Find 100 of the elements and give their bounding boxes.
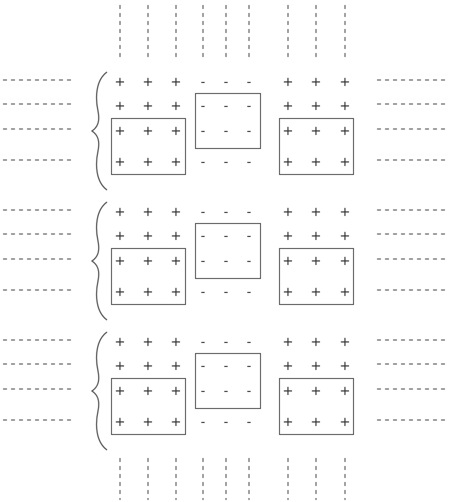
charge-sign: - xyxy=(224,360,228,374)
charge-sign: + xyxy=(114,76,126,90)
charge-sign: + xyxy=(282,156,294,170)
charge-sign: - xyxy=(246,156,252,170)
charge-sign: - xyxy=(200,360,206,374)
charge-sign: + xyxy=(170,255,182,269)
charge-sign: + xyxy=(340,336,350,350)
charge-sign: - xyxy=(246,255,252,269)
charge-sign: - xyxy=(246,100,252,114)
charge-sign: - xyxy=(246,360,252,374)
charge-sign: - xyxy=(246,385,252,399)
charge-sign: - xyxy=(224,206,228,220)
charge-sign: + xyxy=(142,206,154,220)
charge-sign: + xyxy=(340,125,350,139)
charge-sign: + xyxy=(310,100,322,114)
charge-sign: + xyxy=(170,286,182,300)
charge-sign: + xyxy=(340,286,350,300)
charge-sign: + xyxy=(340,385,350,399)
charge-sign: + xyxy=(114,336,126,350)
charge-sign: + xyxy=(114,156,126,170)
charge-sign: - xyxy=(200,416,206,430)
charge-sign: + xyxy=(340,360,350,374)
charge-sign: + xyxy=(142,76,154,90)
charge-sign: + xyxy=(142,255,154,269)
charge-sign: - xyxy=(200,230,206,244)
charge-sign: + xyxy=(114,125,126,139)
charge-sign: + xyxy=(310,76,322,90)
charge-sign: - xyxy=(224,76,228,90)
charge-sign: + xyxy=(310,255,322,269)
charge-sign: - xyxy=(200,336,206,350)
charge-sign: + xyxy=(142,416,154,430)
charge-sign: + xyxy=(114,100,126,114)
charge-sign: + xyxy=(282,286,294,300)
charge-sign: - xyxy=(246,125,252,139)
charge-sign: + xyxy=(170,336,182,350)
charge-sign: + xyxy=(142,286,154,300)
charge-sign: + xyxy=(310,360,322,374)
charge-sign: - xyxy=(200,156,206,170)
charge-sign: - xyxy=(246,336,252,350)
charge-sign: + xyxy=(170,76,182,90)
charge-sign: + xyxy=(170,206,182,220)
charge-sign: + xyxy=(340,206,350,220)
charge-sign: + xyxy=(114,385,126,399)
charge-box xyxy=(195,353,261,409)
charge-sign: - xyxy=(246,76,252,90)
charge-sign: - xyxy=(200,100,206,114)
charge-sign: + xyxy=(142,336,154,350)
charge-sign: + xyxy=(142,385,154,399)
charge-sign: - xyxy=(224,336,228,350)
charge-sign: + xyxy=(340,156,350,170)
charge-sign: + xyxy=(114,255,126,269)
charge-sign: + xyxy=(142,100,154,114)
charge-sign: + xyxy=(114,230,126,244)
charge-sign: + xyxy=(170,156,182,170)
charge-sign: + xyxy=(282,230,294,244)
charge-sign: + xyxy=(114,206,126,220)
charge-sign: + xyxy=(340,76,350,90)
charge-box xyxy=(195,223,261,279)
charge-sign: + xyxy=(310,206,322,220)
charge-sign: - xyxy=(224,385,228,399)
charge-sign: + xyxy=(170,125,182,139)
charge-sign: + xyxy=(142,156,154,170)
charge-sign: + xyxy=(340,416,350,430)
charge-sign: + xyxy=(282,125,294,139)
charge-box xyxy=(279,378,354,435)
charge-sign: + xyxy=(310,230,322,244)
charge-sign: + xyxy=(282,76,294,90)
charge-sign: - xyxy=(200,206,206,220)
charge-sign: + xyxy=(340,230,350,244)
charge-sign: - xyxy=(224,100,228,114)
charge-box xyxy=(279,248,354,305)
charge-sign: + xyxy=(114,360,126,374)
charge-sign: + xyxy=(310,125,322,139)
charge-sign: + xyxy=(282,385,294,399)
charge-sign: - xyxy=(200,385,206,399)
charge-sign: + xyxy=(114,286,126,300)
charge-sign: + xyxy=(114,416,126,430)
charge-sign: + xyxy=(282,255,294,269)
charge-sign: + xyxy=(142,360,154,374)
charge-sign: - xyxy=(224,156,228,170)
charge-sign: + xyxy=(340,100,350,114)
charge-box xyxy=(111,378,186,435)
charge-sign: - xyxy=(224,125,228,139)
charge-sign: - xyxy=(246,230,252,244)
charge-sign: - xyxy=(224,255,228,269)
charge-sign: + xyxy=(170,230,182,244)
charge-box xyxy=(111,248,186,305)
charge-sign: + xyxy=(282,360,294,374)
charge-sign: - xyxy=(224,286,228,300)
charge-box xyxy=(279,118,354,175)
charge-sign: + xyxy=(170,100,182,114)
charge-sign: - xyxy=(200,125,206,139)
charge-sign: + xyxy=(310,336,322,350)
charge-sign: + xyxy=(282,100,294,114)
charge-sign: + xyxy=(310,156,322,170)
charge-sign: - xyxy=(224,230,228,244)
charge-sign: + xyxy=(142,125,154,139)
charge-sign: - xyxy=(246,286,252,300)
charge-sign: + xyxy=(170,360,182,374)
charge-sign: + xyxy=(340,255,350,269)
